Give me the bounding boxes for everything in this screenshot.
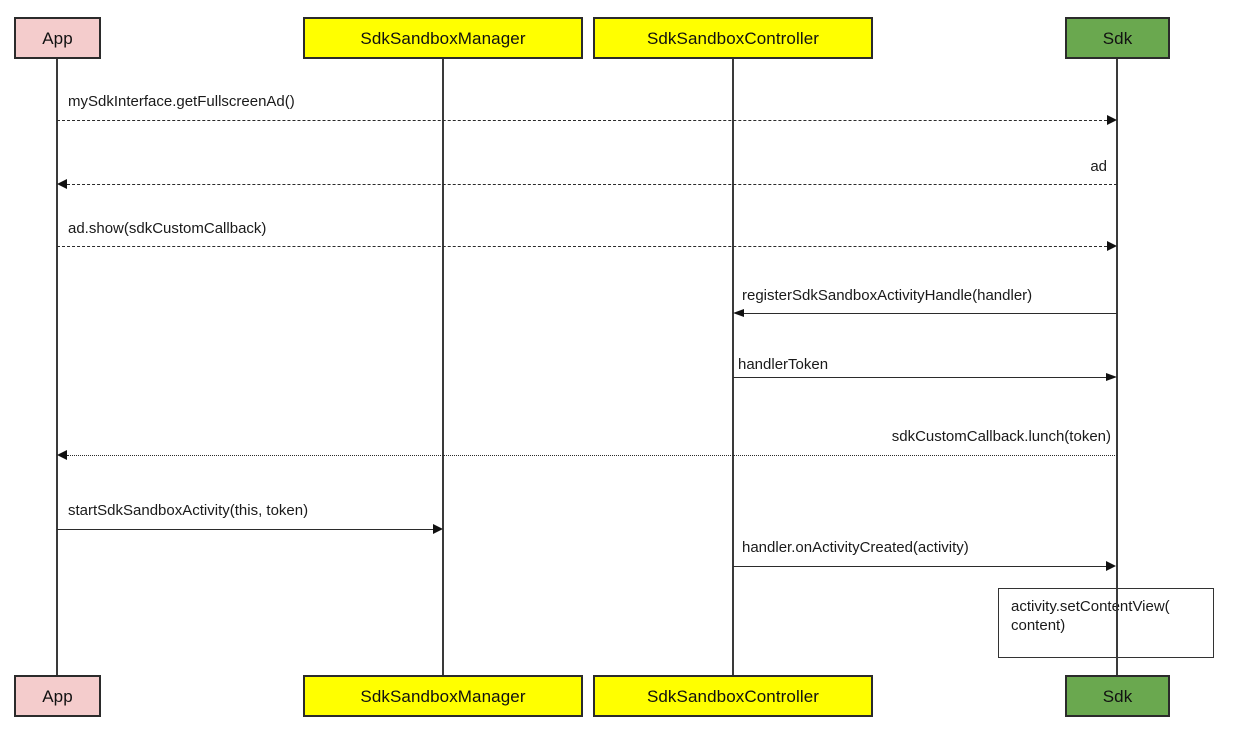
message-line-sdk-custom-callback-lunch xyxy=(67,455,1117,456)
message-label-on-activity-created: handler.onActivityCreated(activity) xyxy=(742,539,969,556)
participant-sdksandboxcontroller-bottom[interactable]: SdkSandboxController xyxy=(593,675,873,717)
participant-app-bottom[interactable]: App xyxy=(14,675,101,717)
participant-sdk-bottom[interactable]: Sdk xyxy=(1065,675,1170,717)
arrowhead-register-activity-handle xyxy=(733,309,744,317)
arrowhead-handler-token xyxy=(1106,373,1117,381)
message-line-ad-show xyxy=(57,246,1107,247)
note-line-2: content) xyxy=(1011,616,1066,634)
participant-label-sdk-top: Sdk xyxy=(1102,28,1133,48)
message-line-get-fullscreen-ad xyxy=(57,120,1107,121)
message-label-get-fullscreen-ad: mySdkInterface.getFullscreenAd() xyxy=(68,93,295,110)
message-line-on-activity-created xyxy=(733,566,1107,567)
participant-label-sdksandboxmanager-bottom: SdkSandboxManager xyxy=(360,686,526,706)
participant-label-sdksandboxcontroller-top: SdkSandboxController xyxy=(646,28,820,48)
arrowhead-on-activity-created xyxy=(1106,561,1116,571)
message-label-ad-show: ad.show(sdkCustomCallback) xyxy=(68,220,267,237)
lifeline-controller xyxy=(732,59,734,676)
note-set-content-view: activity.setContentView( content) xyxy=(998,588,1214,658)
participant-sdksandboxcontroller-top[interactable]: SdkSandboxController xyxy=(593,17,873,59)
message-label-handler-token: handlerToken xyxy=(738,356,829,373)
participant-label-app-top: App xyxy=(42,28,73,48)
arrowhead-ad-return xyxy=(57,179,67,189)
message-line-handler-token xyxy=(733,377,1107,378)
lifeline-manager xyxy=(442,59,444,676)
message-line-register-activity-handle xyxy=(743,313,1117,314)
participant-label-sdksandboxmanager-top: SdkSandboxManager xyxy=(360,28,526,48)
message-label-register-activity-handle: registerSdkSandboxActivityHandle(handler… xyxy=(742,287,1033,304)
participant-label-app-bottom: App xyxy=(42,686,73,706)
message-label-ad-return: ad xyxy=(1090,158,1107,175)
arrowhead-start-sdk-sandbox-activity xyxy=(433,524,443,534)
participant-sdksandboxmanager-bottom[interactable]: SdkSandboxManager xyxy=(303,675,583,717)
participant-app-top[interactable]: App xyxy=(14,17,101,59)
message-line-start-sdk-sandbox-activity xyxy=(57,529,433,530)
participant-label-sdksandboxcontroller-bottom: SdkSandboxController xyxy=(646,686,820,706)
arrowhead-sdk-custom-callback-lunch xyxy=(57,450,67,460)
note-line-1: activity.setContentView( xyxy=(1011,598,1170,615)
lifeline-sdk xyxy=(1116,59,1118,676)
message-label-sdk-custom-callback-lunch: sdkCustomCallback.lunch(token) xyxy=(891,428,1111,445)
participant-sdksandboxmanager-top[interactable]: SdkSandboxManager xyxy=(303,17,583,59)
message-line-ad-return xyxy=(67,184,1117,185)
participant-sdk-top[interactable]: Sdk xyxy=(1065,17,1170,59)
message-label-start-sdk-sandbox-activity: startSdkSandboxActivity(this, token) xyxy=(68,502,309,519)
participant-label-sdk-bottom: Sdk xyxy=(1102,686,1133,706)
lifeline-app xyxy=(56,59,58,676)
arrowhead-ad-show xyxy=(1107,241,1117,251)
arrowhead-get-fullscreen-ad xyxy=(1107,115,1117,125)
